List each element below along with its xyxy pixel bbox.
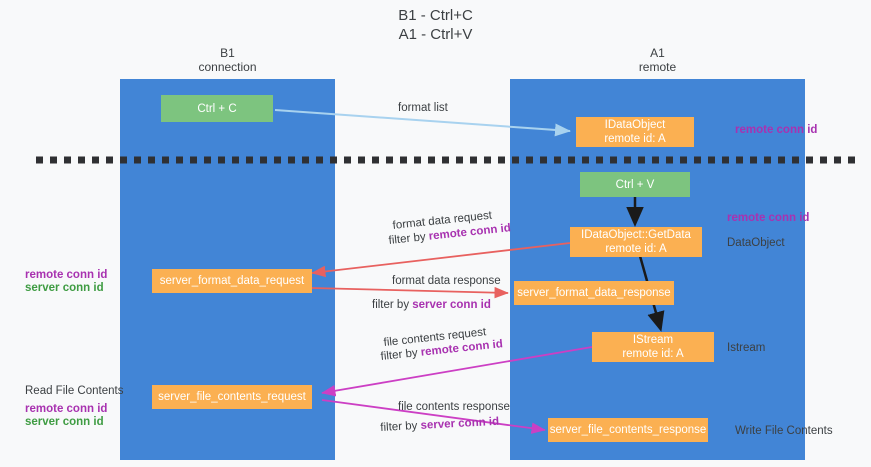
column-right-role: remote [638,60,677,74]
right-label-remote-conn-id-1: remote conn id [735,124,818,136]
column-right-name: A1 [650,46,665,60]
left-label-server-conn-id-1: server conn id [25,282,104,294]
edge-label-format-data-response-filter: filter by server conn id [372,298,491,312]
column-left-name: B1 [220,46,235,60]
box-server-format-data-request-label: server_format_data_request [159,275,305,287]
box-ctrl-c-label: Ctrl + C [197,102,237,115]
box-data-object-line1: IDataObject [604,119,666,131]
box-ctrl-v[interactable]: Ctrl + V [580,172,690,197]
left-label-read-file-contents: Read File Contents [25,385,124,397]
filter-prefix-2: filter by [372,299,413,311]
arrow-format-data-response [311,286,509,299]
right-label-remote-conn-id-2: remote conn id [727,212,810,224]
edge-label-format-data-response: format data response [392,275,501,287]
diagram-title: B1 - Ctrl+C A1 - Ctrl+V [0,6,871,44]
box-ctrl-c[interactable]: Ctrl + C [161,95,273,122]
right-label-data-object: DataObject [727,237,785,249]
box-ctrl-v-label: Ctrl + V [615,178,655,191]
arrow-format-list [274,109,571,137]
filter-prefix-4: filter by [380,419,421,434]
box-data-object-line2: remote id: A [604,133,666,145]
box-get-data[interactable]: IDataObject::GetData remote id: A [570,227,702,257]
column-header-left: B1 connection [120,46,335,74]
box-istream-line1: IStream [632,334,674,346]
column-left-role: connection [198,60,257,74]
box-server-file-contents-request-label: server_file_contents_request [158,391,306,403]
left-label-server-conn-id-2: server conn id [25,416,104,428]
arrow-file-contents-response [321,399,546,434]
arrow-file-contents-request [321,346,593,397]
left-label-remote-conn-id-2: remote conn id [25,403,108,415]
edge-label-file-contents-response: file contents response [398,401,510,413]
right-label-write-file-contents: Write File Contents [735,425,833,437]
box-server-format-data-response[interactable]: server_format_data_response [514,281,674,305]
box-server-file-contents-request[interactable]: server_file_contents_request [152,385,312,409]
column-header-right: A1 remote [510,46,805,74]
box-istream[interactable]: IStream remote id: A [592,332,714,362]
edge-label-format-list: format list [398,102,448,114]
box-server-file-contents-response[interactable]: server_file_contents_response [548,418,708,442]
title-line-2: A1 - Ctrl+V [398,26,473,43]
right-label-istream: Istream [727,342,766,354]
arrow-format-data-request [311,242,571,278]
box-data-object[interactable]: IDataObject remote id: A [576,117,694,147]
box-get-data-line1: IDataObject::GetData [581,229,691,241]
filter-key-2: server conn id [412,299,491,311]
title-line-1: B1 - Ctrl+C [398,7,473,24]
box-get-data-line2: remote id: A [605,243,667,255]
box-server-format-data-response-label: server_format_data_response [517,287,671,299]
box-server-format-data-request[interactable]: server_format_data_request [152,269,312,293]
box-server-file-contents-response-label: server_file_contents_response [549,424,707,436]
box-istream-line2: remote id: A [622,348,684,360]
left-label-remote-conn-id-1: remote conn id [25,269,108,281]
